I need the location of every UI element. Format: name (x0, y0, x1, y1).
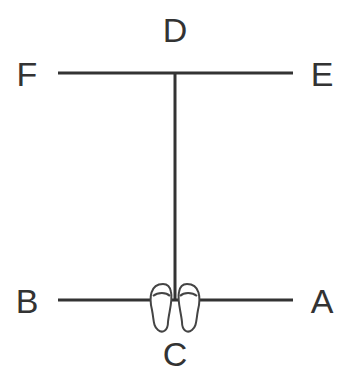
point-label: C (163, 337, 188, 371)
footprints (151, 284, 200, 332)
point-label: B (16, 284, 39, 318)
vertical-line (174, 73, 177, 300)
point-label: F (17, 57, 38, 91)
bottom-line (58, 299, 293, 302)
point-label: E (311, 57, 334, 91)
point-label: A (311, 284, 334, 318)
point-label: D (163, 13, 188, 47)
